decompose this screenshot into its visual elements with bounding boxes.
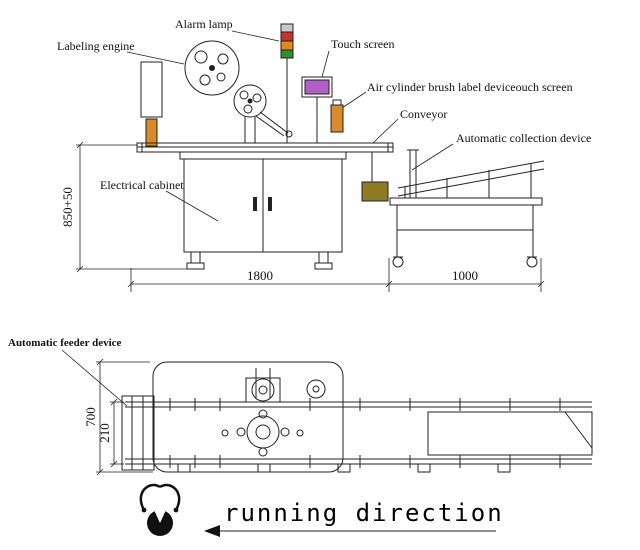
feeder-box	[121, 395, 155, 471]
labeling-engine-plate	[184, 40, 293, 143]
alarm-lamp	[280, 23, 294, 143]
dim-main-length-text: 1800	[247, 268, 273, 283]
motor-box	[361, 181, 389, 202]
alarm-lamp-red	[280, 31, 294, 42]
dim-collection-length-text: 1000	[452, 268, 478, 283]
label-automatic-collection: Automatic collection device	[456, 131, 591, 145]
cabinet-handle-right	[268, 197, 272, 211]
label-roll	[145, 118, 158, 147]
air-cylinder	[330, 99, 344, 133]
gripper-icon	[139, 483, 181, 536]
label-alarm-lamp: Alarm lamp	[175, 17, 233, 31]
leader-lines	[126, 30, 454, 222]
collection-device	[389, 149, 545, 268]
dim-lengths: 1800 1000	[127, 258, 545, 292]
alarm-lamp-cap	[280, 23, 294, 33]
label-conveyor: Conveyor	[400, 107, 447, 121]
top-view: Automatic feeder device	[8, 337, 593, 537]
dim-height-text: 850+50	[60, 187, 75, 227]
air-cylinder-plan	[306, 379, 326, 399]
dim-belt-width: 210	[97, 398, 124, 468]
dim-width-text: 700	[83, 407, 98, 427]
feeder-leader	[61, 349, 128, 407]
conveyor-top	[136, 142, 394, 153]
running-direction-arrowhead	[204, 525, 220, 537]
touch-screen-panel	[304, 79, 330, 95]
conveyor-plan	[121, 395, 593, 473]
alarm-lamp-green	[280, 49, 294, 59]
label-touch-screen: Touch screen	[331, 37, 394, 51]
label-electrical-cabinet: Electrical cabinet	[100, 178, 184, 192]
running-direction: running direction	[204, 499, 504, 537]
label-labeling-engine: Labeling engine	[57, 39, 135, 53]
dim-width: 700	[83, 358, 153, 476]
touch-screen	[301, 76, 333, 143]
label-roll-stand	[140, 61, 163, 147]
label-air-cylinder-brush: Air cylinder brush label deviceouch scre…	[367, 80, 573, 94]
label-automatic-feeder: Automatic feeder device	[8, 337, 122, 349]
dim-belt-width-text: 210	[97, 423, 112, 443]
side-view: Alarm lamp Labeling engine Touch screen …	[57, 17, 591, 292]
brush-motor	[361, 152, 389, 202]
air-cylinder-body	[330, 104, 344, 133]
machine-body-plan	[152, 361, 344, 473]
dim-height: 850+50	[60, 141, 188, 273]
alarm-lamp-orange	[280, 40, 294, 51]
electrical-cabinet	[179, 151, 347, 270]
running-direction-text: running direction	[224, 499, 504, 527]
cabinet-handle-left	[253, 197, 257, 211]
labeling-assembly-plan	[221, 368, 326, 457]
